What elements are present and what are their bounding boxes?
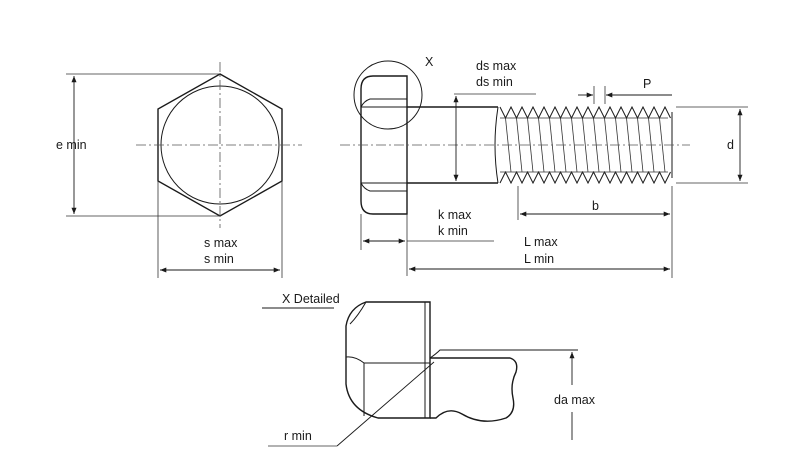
s-max-label: s max bbox=[204, 236, 238, 250]
r-min-label: r min bbox=[284, 429, 312, 443]
k-dimension: k max k min bbox=[360, 208, 494, 276]
detail-shank-outline bbox=[430, 357, 518, 422]
ds-max-label: ds max bbox=[476, 59, 517, 73]
thread-runout bbox=[494, 106, 499, 184]
b-dimension: b bbox=[517, 186, 673, 278]
d-label: d bbox=[727, 138, 734, 152]
b-label: b bbox=[592, 199, 599, 213]
k-min-label: k min bbox=[438, 224, 468, 238]
detail-fillet-leader bbox=[429, 349, 578, 359]
thread-helix-line bbox=[604, 117, 611, 173]
x-detail-marker: X bbox=[353, 55, 434, 130]
ds-min-label: ds min bbox=[476, 75, 513, 89]
bolt-side-view bbox=[340, 75, 690, 215]
pitch-dimension: P bbox=[578, 77, 672, 104]
thread-helix-line bbox=[516, 117, 523, 173]
e-min-dimension: e min bbox=[56, 73, 220, 217]
l-dimension: L max L min bbox=[409, 235, 670, 272]
x-marker-label: X bbox=[425, 55, 434, 69]
head-lower-chamfer bbox=[360, 182, 407, 192]
hex-front-view bbox=[136, 62, 302, 228]
l-max-label: L max bbox=[524, 235, 558, 249]
k-max-label: k max bbox=[438, 208, 472, 222]
e-min-label: e min bbox=[56, 138, 87, 152]
thread-helix-line bbox=[659, 117, 666, 173]
p-label: P bbox=[643, 77, 651, 91]
head-upper-chamfer bbox=[360, 98, 407, 108]
x-detailed-view: X Detailed da max r min bbox=[262, 292, 596, 447]
x-detailed-label: X Detailed bbox=[282, 292, 340, 306]
thread-helix-line bbox=[637, 117, 644, 173]
s-min-label: s min bbox=[204, 252, 234, 266]
thread-helix-line bbox=[527, 117, 534, 173]
thread-helix-line bbox=[582, 117, 589, 173]
r-min-leader bbox=[336, 361, 435, 447]
detail-chamfer bbox=[345, 356, 430, 364]
l-min-label: L min bbox=[524, 252, 554, 266]
ds-dimension: ds max ds min bbox=[453, 59, 536, 181]
d-dimension: d bbox=[676, 106, 748, 184]
detail-head-outline bbox=[345, 301, 431, 419]
s-dimension: s max s min bbox=[157, 181, 283, 278]
da-max-label: da max bbox=[554, 393, 596, 407]
